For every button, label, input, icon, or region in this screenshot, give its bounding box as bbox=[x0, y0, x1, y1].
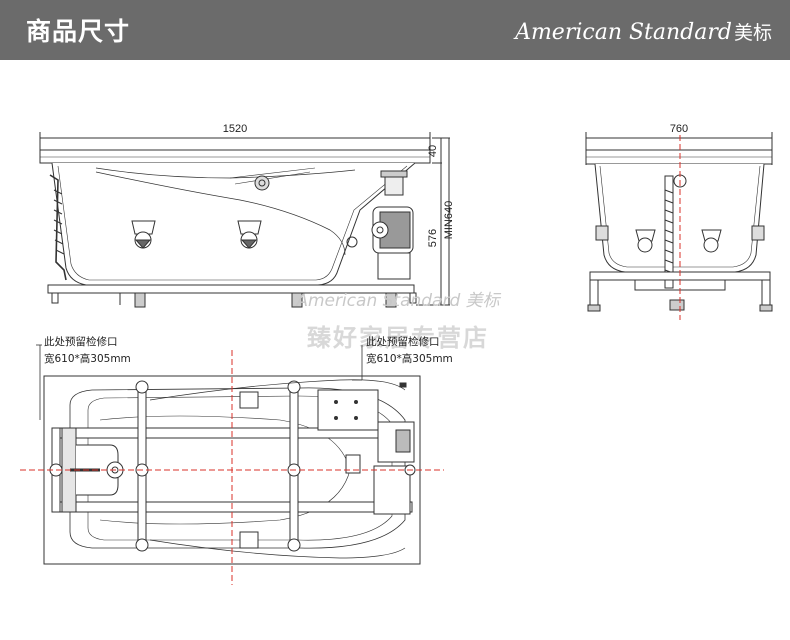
note-right-line2: 宽610*高305mm bbox=[366, 352, 453, 365]
brand-name-cn: 美标 bbox=[733, 22, 772, 44]
note-left-line2: 宽610*高305mm bbox=[44, 352, 131, 365]
watermark-store: 臻好家居专营店 bbox=[307, 324, 489, 352]
technical-drawing: 1520 40 576 MIN640 760 Ameri bbox=[20, 123, 773, 585]
brand-name: American Standard bbox=[515, 20, 732, 45]
page-title: 商品尺寸 bbox=[26, 17, 131, 46]
leader-lines bbox=[36, 344, 363, 420]
tub-height-label: 576 bbox=[427, 229, 439, 247]
end-width-label: 760 bbox=[670, 123, 688, 135]
jet-right bbox=[237, 220, 262, 249]
note-right-line1: 此处预留检修口 bbox=[366, 335, 440, 348]
min-height-label: MIN640 bbox=[443, 201, 455, 240]
side-elevation bbox=[39, 132, 450, 308]
end-elevation bbox=[585, 132, 773, 312]
side-length-label: 1520 bbox=[223, 123, 247, 135]
jet-left bbox=[131, 220, 156, 249]
watermark-brand: American Standard 美标 bbox=[295, 291, 501, 311]
rim-height-label: 40 bbox=[427, 145, 439, 157]
note-left-line1: 此处预留检修口 bbox=[44, 335, 118, 348]
